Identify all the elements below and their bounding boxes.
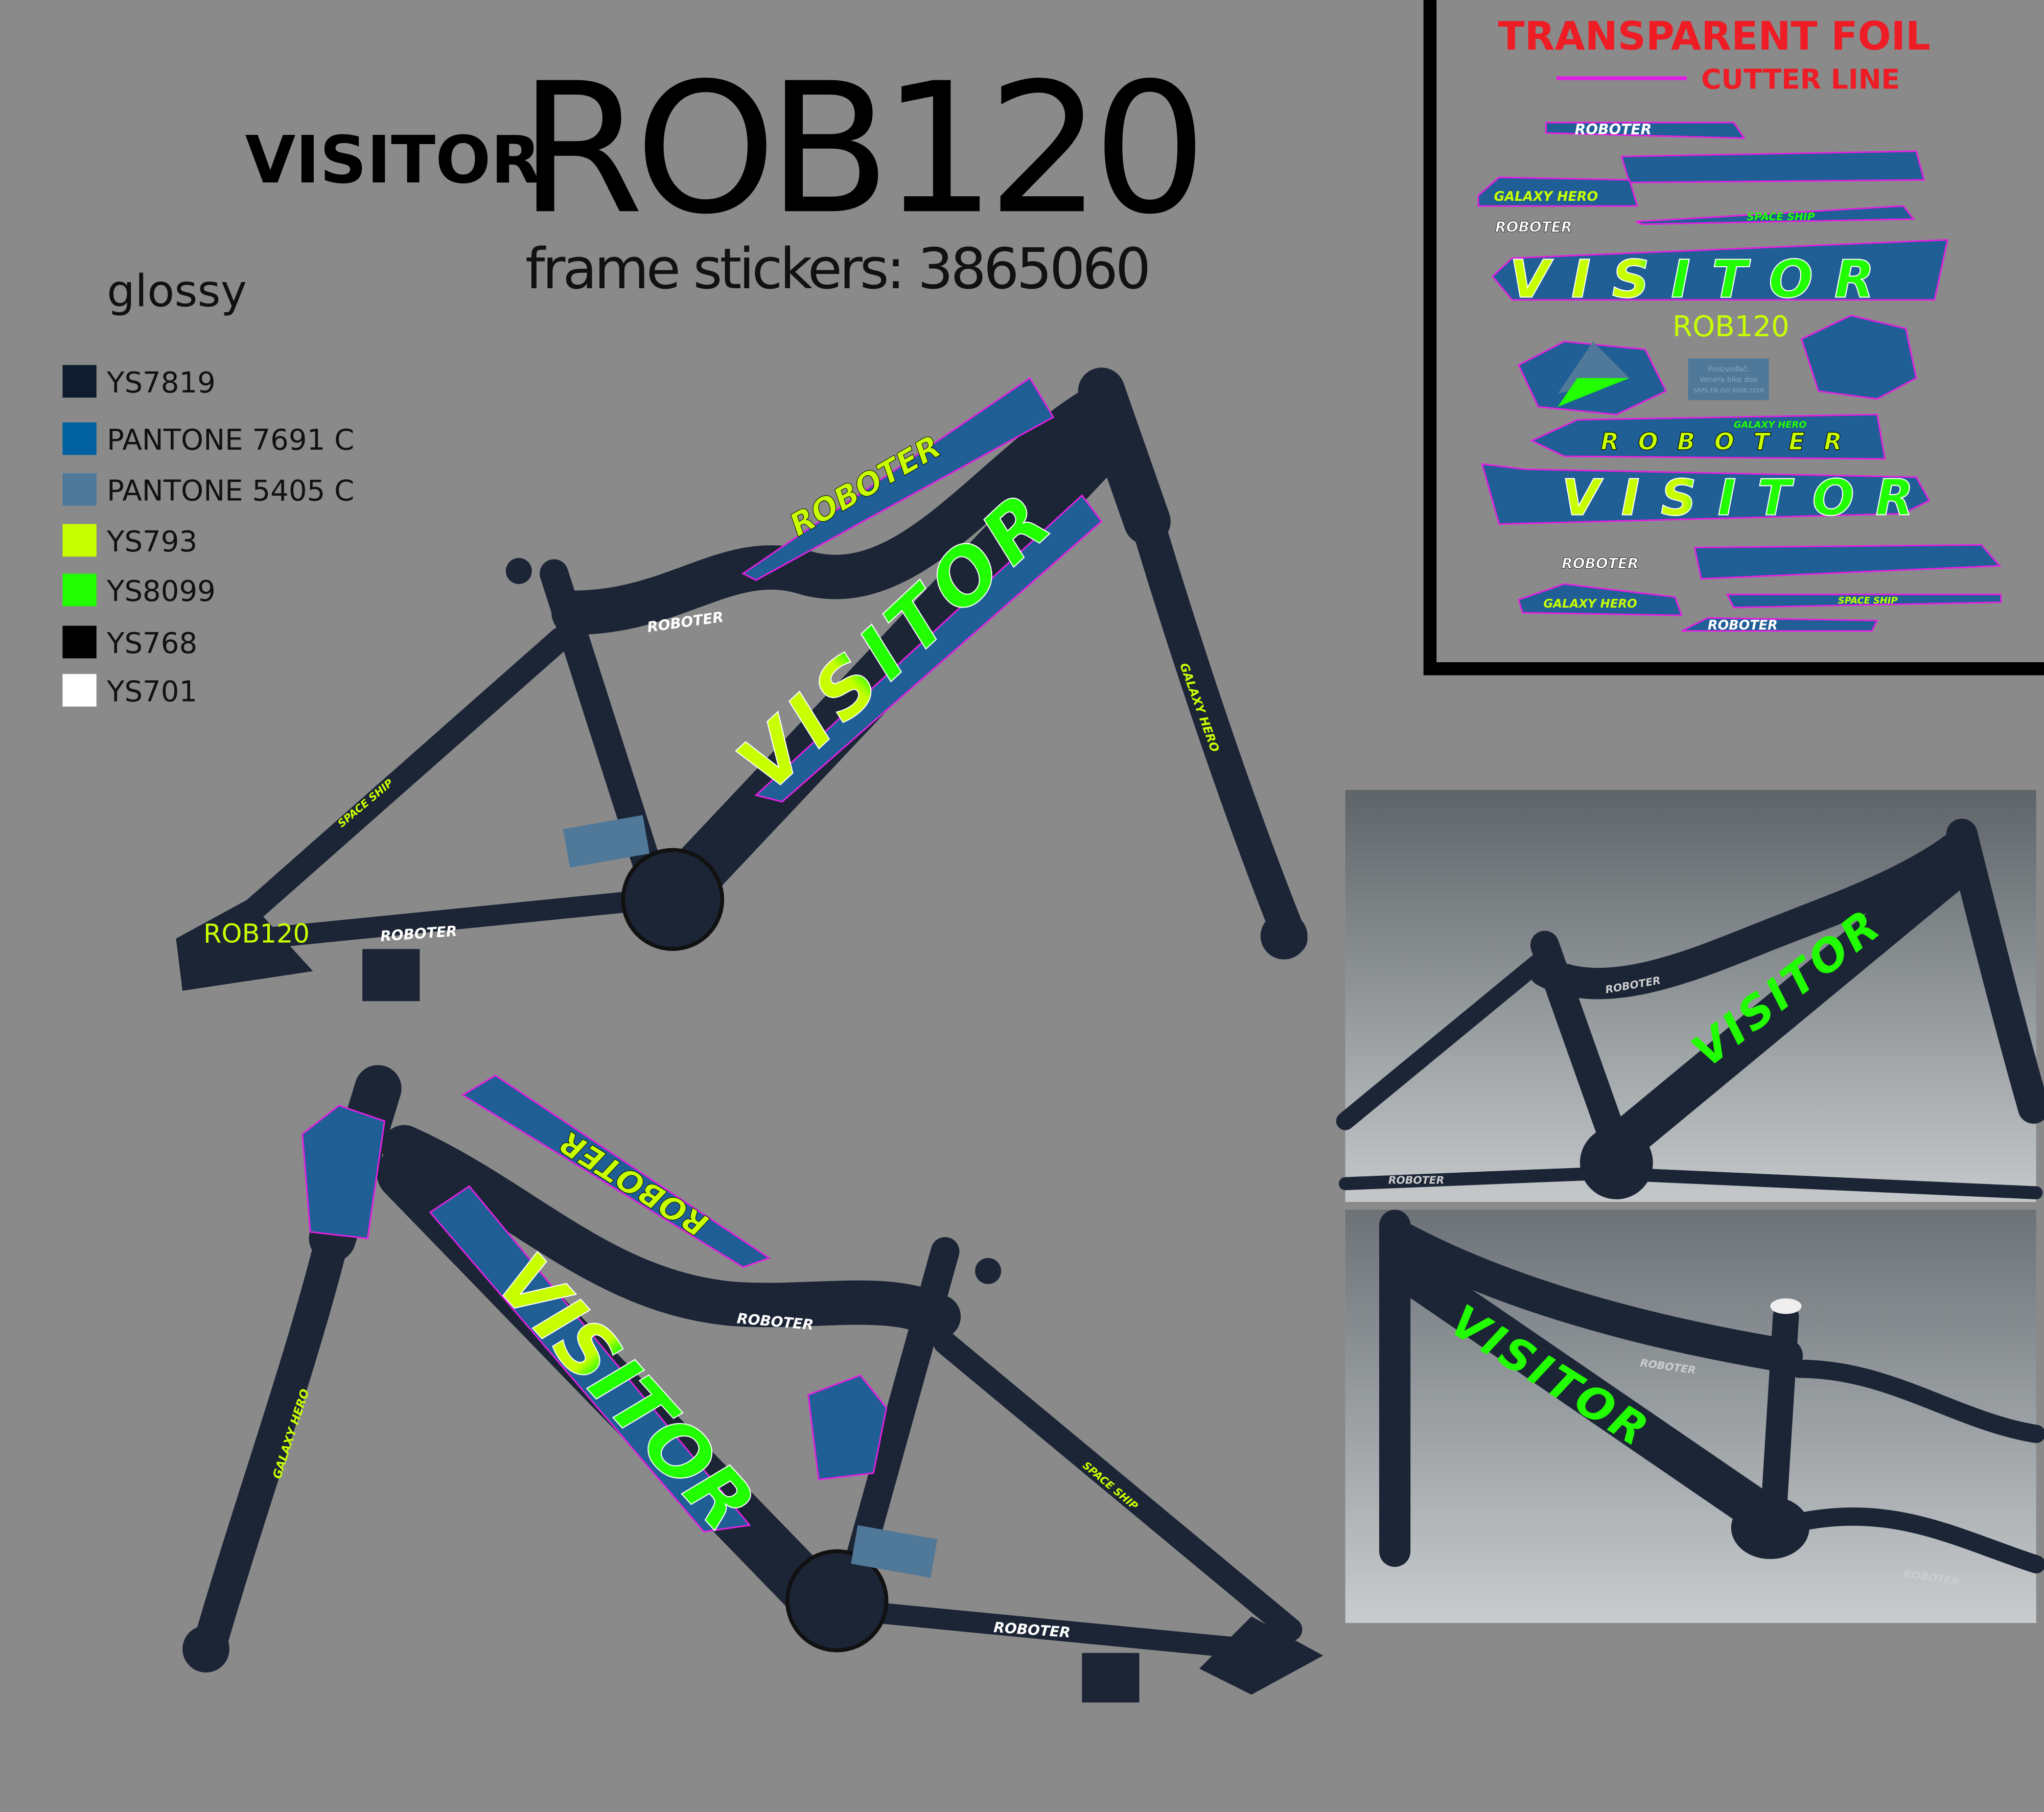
brand-title: VISITOR xyxy=(245,123,541,198)
color-code-label: PANTONE 7691 C xyxy=(107,424,354,457)
color-swatch xyxy=(62,673,97,707)
sticker-space-ship: SPACE SHIP xyxy=(1838,595,1898,606)
manufacturer-line: Proizvođač: xyxy=(1708,365,1749,374)
manufacturer-line: SRPS EN ISO 8098:2016 xyxy=(1693,387,1764,394)
frame-render-front: VISITOR ROBOTER ROBOTER xyxy=(1336,789,2044,1202)
cutter-line-label: CUTTER LINE xyxy=(1701,63,1900,96)
color-code-label: YS793 xyxy=(106,525,197,559)
frame-side-view-left: VISITOR ROBOTER ROBOTER ROBOTER SPACE SH… xyxy=(182,1065,1323,1703)
sticker-space-ship: SPACE SHIP xyxy=(1747,211,1815,223)
sticker-roboter: ROBOTER xyxy=(1601,428,1842,455)
frame-side-view-right: VISITOR ROBOTER ROBOTER ROBOTER SPACE SH… xyxy=(176,367,1308,1002)
sticker-galaxy-hero: GALAXY HERO xyxy=(1734,420,1807,430)
color-code-label: YS7819 xyxy=(106,366,216,400)
color-swatch xyxy=(62,524,97,557)
frame-model-label: ROB120 xyxy=(203,919,310,949)
foil-model-label: ROB120 xyxy=(1673,310,1790,343)
frame-render-rear: VISITOR ROBOTER ROBOTER xyxy=(1345,1210,2044,1623)
foil-title: TRANSPARENT FOIL xyxy=(1498,14,1930,59)
render-roboter-decal: ROBOTER xyxy=(1388,1174,1444,1186)
subtitle: frame stickers: 3865060 xyxy=(525,236,1151,301)
color-code-label: YS768 xyxy=(106,627,197,660)
color-swatch xyxy=(62,365,97,398)
color-code-label: YS8099 xyxy=(106,575,216,608)
manufacturer-line: Venera bike doo xyxy=(1700,376,1757,384)
manufacturer-label xyxy=(1688,358,1769,401)
sticker-roboter: ROBOTER xyxy=(1495,219,1572,236)
sticker-roboter: ROBOTER xyxy=(1562,555,1639,572)
sticker-roboter: ROBOTER xyxy=(1708,618,1778,633)
sticker-galaxy-hero: GALAXY HERO xyxy=(1543,597,1637,611)
transparent-foil-panel: TRANSPARENT FOIL CUTTER LINE ROBOTER GAL… xyxy=(1423,0,2044,676)
color-code-label: PANTONE 5405 C xyxy=(107,475,354,508)
model-title: ROB120 xyxy=(519,44,1207,254)
sticker-galaxy-hero: GALAXY HERO xyxy=(1494,189,1598,204)
color-swatch xyxy=(62,573,97,607)
sticker-roboter: ROBOTER xyxy=(1575,121,1652,138)
color-swatch xyxy=(62,422,97,455)
color-code-label: YS701 xyxy=(106,675,197,708)
color-swatch xyxy=(62,625,97,659)
finish-label: glossy xyxy=(107,266,247,317)
color-swatch xyxy=(62,473,97,506)
